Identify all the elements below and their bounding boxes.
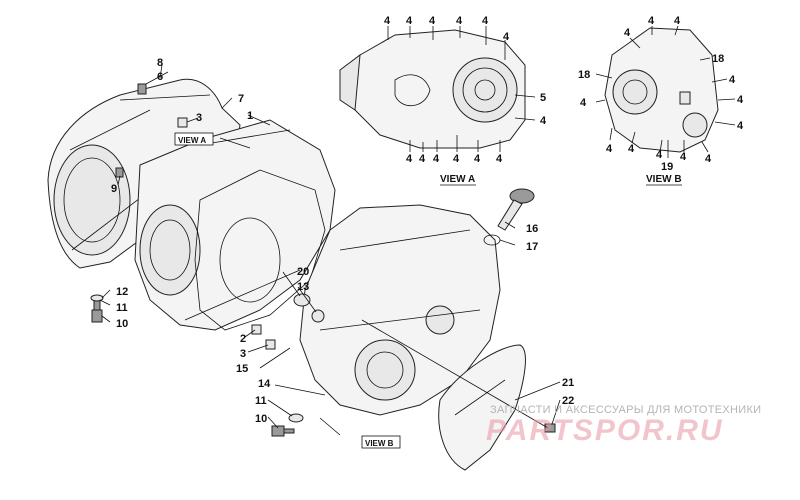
seal-20 — [293, 293, 311, 307]
label-4: 4 — [503, 31, 510, 43]
label-6: 6 — [157, 71, 163, 83]
label-2: 2 — [240, 333, 246, 345]
label-3-mid: 3 — [240, 348, 246, 360]
label-15: 15 — [236, 363, 248, 375]
dowel-3-left — [177, 117, 188, 128]
label-4: 4 — [729, 74, 736, 86]
label-4: 4 — [453, 153, 460, 165]
washer-11-left — [90, 294, 104, 302]
label-4: 4 — [419, 153, 426, 165]
label-5: 5 — [540, 92, 546, 104]
view-b-drawing — [604, 27, 719, 153]
label-3-left: 3 — [196, 112, 202, 124]
bolt-10-bottom — [271, 425, 295, 437]
watermark-logo: PARTSPOR.RU — [486, 414, 724, 447]
leader-lines — [99, 25, 736, 436]
inner-crankcase-cover — [134, 119, 336, 331]
label-4: 4 — [674, 15, 681, 27]
view-b-tag: VIEW B — [365, 439, 394, 448]
label-4: 4 — [474, 153, 481, 165]
label-4: 4 — [705, 153, 712, 165]
screw-9 — [115, 167, 124, 178]
label-10-bottom: 10 — [255, 413, 267, 425]
label-12: 12 — [116, 286, 128, 298]
view-b-caption: VIEW B — [646, 174, 682, 185]
view-a-tag: VIEW A — [178, 136, 206, 145]
label-4: 4 — [433, 153, 440, 165]
o-ring-13 — [311, 309, 325, 323]
part-number-labels: 8 6 7 1 3 9 12 11 10 2 3 15 20 13 14 11 … — [111, 15, 744, 425]
crankcase-gasket — [194, 169, 326, 331]
label-4: 4 — [406, 15, 413, 27]
label-14: 14 — [258, 378, 271, 390]
label-18-left: 18 — [578, 69, 590, 81]
washer-11-bottom — [288, 413, 304, 423]
label-21: 21 — [562, 377, 574, 389]
label-4: 4 — [540, 115, 547, 127]
dowel-2 — [251, 324, 262, 335]
dowel-3-mid — [265, 339, 276, 350]
label-4: 4 — [628, 143, 635, 155]
watermark-tagline: ЗАПЧАСТИ И АКСЕССУАРЫ ДЛЯ МОТОТЕХНИКИ — [490, 404, 762, 416]
label-7: 7 — [238, 93, 244, 105]
label-11-bottom: 11 — [255, 395, 267, 407]
label-9: 9 — [111, 183, 117, 195]
label-4: 4 — [580, 97, 587, 109]
label-4: 4 — [482, 15, 489, 27]
view-a-drawing — [339, 29, 526, 149]
label-4: 4 — [624, 27, 631, 39]
screw-8 — [137, 83, 147, 95]
label-4: 4 — [737, 94, 744, 106]
label-10-left: 10 — [116, 318, 128, 330]
label-4: 4 — [648, 15, 655, 27]
label-4: 4 — [496, 153, 503, 165]
label-18-right: 18 — [712, 53, 724, 65]
label-4: 4 — [656, 149, 663, 161]
label-16: 16 — [526, 223, 538, 235]
label-13: 13 — [297, 281, 309, 293]
label-1: 1 — [247, 110, 253, 122]
label-4: 4 — [456, 15, 463, 27]
label-4: 4 — [429, 15, 436, 27]
label-17: 17 — [526, 241, 538, 253]
bolt-22 — [544, 423, 556, 433]
label-4: 4 — [737, 120, 744, 132]
bolt-10-left — [91, 299, 103, 323]
label-4: 4 — [384, 15, 391, 27]
label-20: 20 — [297, 266, 309, 278]
label-19: 19 — [661, 161, 673, 173]
timing-cover — [438, 344, 526, 471]
label-4: 4 — [680, 151, 687, 163]
label-4: 4 — [606, 143, 613, 155]
label-11-left: 11 — [116, 302, 128, 314]
view-a-caption: VIEW A — [440, 174, 475, 185]
view-captions: VIEW A VIEW B VIEW A VIEW B — [174, 132, 682, 449]
label-4: 4 — [406, 153, 413, 165]
label-22: 22 — [562, 395, 574, 407]
oil-filler-plug — [497, 188, 535, 231]
label-8: 8 — [157, 57, 163, 69]
